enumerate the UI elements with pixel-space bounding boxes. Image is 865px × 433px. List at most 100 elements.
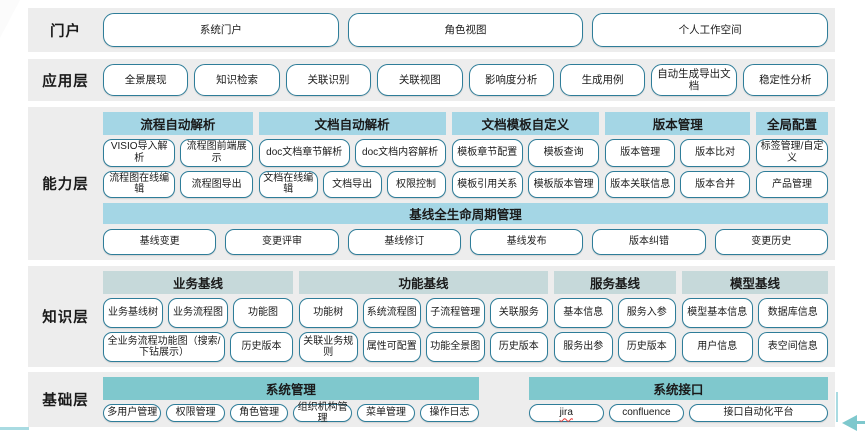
lifecycle-banner: 基线全生命周期管理 [103,203,828,224]
feature-node: 全业务流程功能图（搜索/下钻展示） [103,332,225,362]
feature-node: 组织机构管理 [293,402,352,424]
left-arrow-icon [842,415,857,431]
lifecycle-row: 基线变更变更评审基线修订基线发布版本纠错变更历史 [103,229,828,255]
feature-node: 业务流程图 [168,298,228,328]
feature-node: 流程图前端展示 [180,139,253,167]
feature-node: 全景展现 [103,64,189,96]
feature-node: 模板查询 [527,139,600,167]
layer-label-capability: 能力层 [42,177,89,193]
feature-node: 接口自动化平台 [689,404,828,422]
feature-node: 服务入参 [617,298,676,328]
groups-row: 业务基线业务基线树业务流程图功能图全业务流程功能图（搜索/下钻展示）历史版本功能… [103,271,828,362]
group-row: 用户信息表空间信息 [682,332,828,362]
group-knowledge-0: 业务基线业务基线树业务流程图功能图全业务流程功能图（搜索/下钻展示）历史版本 [103,271,293,362]
feature-node: 菜单管理 [356,404,416,422]
feature-node: 功能树 [299,298,358,328]
group-row: 版本关联信息版本合并 [605,170,751,198]
feature-node: 文档在线编辑 [258,170,318,198]
group-header: 文档模板自定义 [451,112,600,135]
group-row: 流程图在线编辑流程图导出 [103,170,253,198]
group-capability-3: 版本管理版本管理版本比对版本关联信息版本合并 [605,112,751,198]
feature-node: 关联识别 [285,64,372,96]
feature-node: 流程图导出 [180,170,253,198]
layer-band-knowledge: 知识层业务基线业务基线树业务流程图功能图全业务流程功能图（搜索/下钻展示）历史版… [28,266,835,367]
group-knowledge-3: 模型基线模型基本信息数据库信息用户信息表空间信息 [682,271,828,362]
feature-node: 业务基线树 [103,298,163,328]
group-header: 功能基线 [299,271,548,294]
feature-node: 表空间信息 [757,332,828,362]
feature-node: 自动生成导出文档 [651,64,737,96]
feature-node: 多用户管理 [103,404,162,422]
bottom-accent-line [0,427,29,430]
group-capability-0: 流程自动解析 VISIO导入解析流程图前端展示流程图在线编辑流程图导出 [103,112,253,198]
group-row: 业务基线树业务流程图功能图 [103,298,293,328]
group-row: 基本信息服务入参 [554,298,676,328]
feature-node: 知识检索 [194,64,280,96]
layer-content-portal: 系统门户角色视图个人工作空间 [103,8,835,52]
feature-node: 版本关联信息 [605,170,676,198]
layer-label-portal: 门户 [50,23,81,40]
feature-node: 个人工作空间 [592,13,829,47]
feature-node: 生成用例 [559,64,646,96]
group-row: 多用户管理权限管理角色管理组织机构管理菜单管理操作日志 [103,402,479,424]
layer-band-portal: 门户 系统门户角色视图个人工作空间 [28,8,835,52]
group-row: 标签管理/自定义 [756,139,828,167]
layer-content-knowledge: 业务基线业务基线树业务流程图功能图全业务流程功能图（搜索/下钻展示）历史版本功能… [103,266,835,367]
group-header: 流程自动解析 [103,112,253,135]
group-row: 版本管理版本比对 [605,139,751,167]
feature-node: 版本合并 [680,170,751,198]
group-row: 关联业务规则属性可配置功能全景图历史版本 [299,332,548,362]
group-row: 全业务流程功能图（搜索/下钻展示）历史版本 [103,332,293,362]
feature-node: 流程图在线编辑 [103,170,176,198]
feature-node: 功能全景图 [426,332,485,362]
group-row: 功能树系统流程图子流程管理关联服务 [299,298,548,328]
feature-node: doc文档章节解析 [258,139,350,167]
feature-node: 变更评审 [225,229,339,255]
feature-node: 模板章节配置 [451,139,523,167]
feature-node: 标签管理/自定义 [756,139,828,167]
group-header: 模型基线 [682,271,828,294]
group-header: 系统管理 [103,377,479,400]
feature-node: 历史版本 [617,332,676,362]
feature-row: 系统门户角色视图个人工作空间 [103,13,829,47]
feature-node: 功能图 [233,298,293,328]
layer-label-application: 应用层 [42,73,89,90]
feature-node: 变更历史 [714,229,828,255]
misspelled-text: jira [559,407,573,419]
feature-node: 权限管理 [166,404,225,422]
group-header: 服务基线 [554,271,676,294]
feature-node: 属性可配置 [362,332,421,362]
group-header: 业务基线 [103,271,293,294]
group-header: 版本管理 [605,112,751,135]
feature-node: 基线变更 [103,229,217,255]
group-row: 文档在线编辑文档导出权限控制 [258,170,446,198]
flow-connector-line [836,392,838,422]
feature-node: 系统门户 [103,13,339,47]
feature-node: 操作日志 [420,404,479,422]
feature-node: 关联视图 [377,64,463,96]
feature-node: 模板版本管理 [527,170,600,198]
feature-node: 权限控制 [386,170,446,198]
feature-node: 关联业务规则 [299,332,358,362]
feature-node: 模型基本信息 [682,298,753,328]
flow-arrow-tail [856,421,865,424]
feature-node: 产品管理 [756,170,828,198]
feature-node: 角色视图 [347,13,584,47]
feature-node: confluence [608,404,685,422]
feature-node: 文档导出 [322,170,382,198]
group-knowledge-1: 功能基线功能树系统流程图子流程管理关联服务关联业务规则属性可配置功能全景图历史版… [299,271,548,362]
group-row: VISIO导入解析流程图前端展示 [103,139,253,167]
feature-node: 系统流程图 [362,298,421,328]
feature-node: 关联服务 [489,298,548,328]
layer-band-application: 应用层全景展现知识检索关联识别关联视图影响度分析生成用例自动生成导出文档稳定性分… [28,59,835,101]
feature-node: 版本纠错 [592,229,706,255]
feature-node: 模板引用关系 [451,170,523,198]
